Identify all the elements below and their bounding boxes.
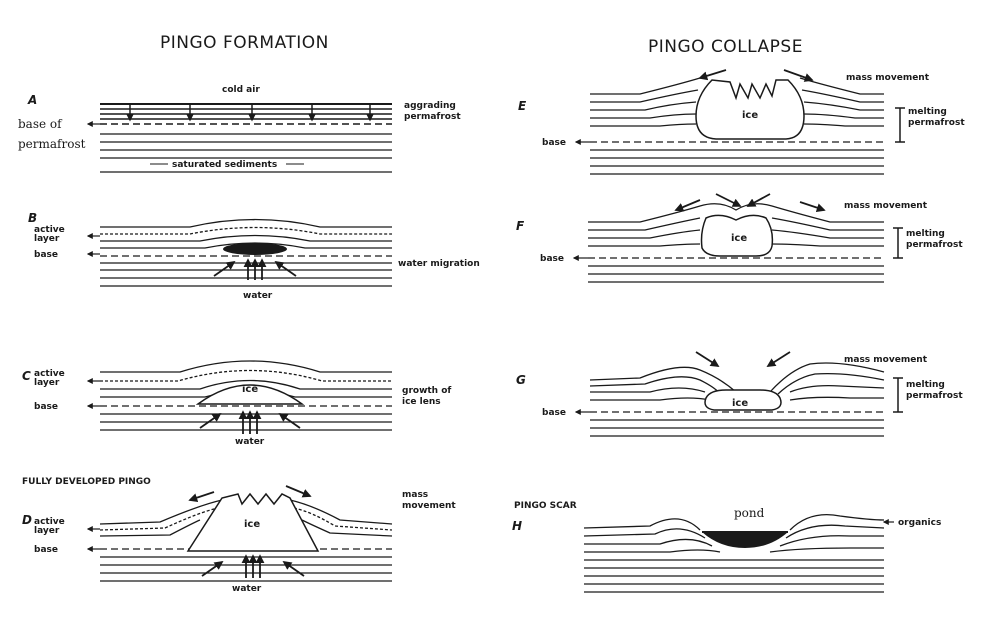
- pingo-core-d: [186, 492, 320, 552]
- label-water-migration: water migration: [398, 259, 480, 269]
- pond-basin-h: [702, 532, 788, 548]
- label-layer-d: layer: [34, 526, 60, 536]
- label-permafrost-g: permafrost: [906, 391, 963, 401]
- mass-arrows-f: [674, 193, 826, 212]
- panel-h-letter: H: [512, 519, 522, 533]
- label-ice-c: ice: [242, 384, 258, 395]
- strata-a: [100, 103, 392, 173]
- label-ice-d: ice: [244, 519, 260, 530]
- label-water-c: water: [235, 437, 265, 447]
- label-active-d: active: [34, 517, 65, 527]
- label-base-d: base: [34, 545, 58, 555]
- label-melting-g: melting: [906, 380, 945, 390]
- label-active-b: active: [34, 225, 65, 235]
- strata-h: [583, 513, 885, 593]
- water-arrows-d: [201, 554, 305, 578]
- panel-a-letter: A: [27, 93, 37, 107]
- label-mass-d: mass: [402, 490, 428, 500]
- mass-arrows-d: [188, 485, 312, 502]
- label-ice-f: ice: [731, 233, 747, 244]
- label-cold-air: cold air: [222, 85, 260, 95]
- panel-b-letter: B: [28, 211, 37, 225]
- label-ice-lens: ice lens: [402, 397, 441, 407]
- strata-f: [588, 203, 884, 283]
- panel-a: A cold air base of permafrost aggrading …: [18, 85, 461, 173]
- melt-zone-bracket-f: [893, 227, 903, 259]
- ice-nucleus-b: [223, 243, 287, 255]
- label-ice-g: ice: [732, 398, 748, 409]
- label-water-b: water: [243, 291, 273, 301]
- label-melting-e: melting: [908, 107, 947, 117]
- title-formation: PINGO FORMATION: [160, 33, 329, 53]
- title-collapse: PINGO COLLAPSE: [648, 37, 803, 57]
- panel-d: FULLY DEVELOPED PINGO D active layer bas…: [22, 477, 456, 594]
- mass-arrows-e: [698, 69, 814, 82]
- panel-g: G mass movement ice melting permafrost b…: [516, 351, 963, 437]
- panel-d-letter: D: [22, 513, 32, 527]
- water-arrows-b: [213, 258, 297, 280]
- label-base-g: base: [542, 408, 566, 418]
- ice-core-f: [700, 214, 774, 257]
- label-mass-e: mass movement: [846, 73, 930, 83]
- freeze-arrows-a: [126, 104, 374, 122]
- panel-f: F mass movement ice melting permafrost b: [516, 193, 963, 283]
- label-base-c: base: [34, 402, 58, 412]
- label-aggrading-permafrost: permafrost: [404, 112, 461, 122]
- label-pond: pond: [734, 506, 765, 520]
- ice-lens-c: [195, 384, 305, 405]
- heading-pingo-scar: PINGO SCAR: [514, 501, 577, 511]
- label-ice-e: ice: [742, 110, 758, 121]
- panel-g-letter: G: [516, 373, 526, 387]
- label-permafrost: permafrost: [18, 137, 86, 151]
- label-base-f: base: [540, 254, 564, 264]
- panel-e: E mass movement ice melting permafrost b: [518, 69, 965, 175]
- label-organics: organics: [898, 518, 941, 528]
- panel-e-letter: E: [518, 99, 527, 113]
- melt-zone-bracket-e: [895, 107, 905, 143]
- panel-f-letter: F: [516, 219, 525, 233]
- label-movement-d: movement: [402, 501, 456, 511]
- label-aggrading: aggrading: [404, 101, 456, 111]
- strata-g: [589, 362, 885, 437]
- mass-arrows-g: [695, 351, 791, 367]
- label-layer-c: layer: [34, 378, 60, 388]
- strata-e: [590, 77, 884, 175]
- strata-c: [100, 360, 392, 431]
- label-permafrost-f: permafrost: [906, 240, 963, 250]
- label-layer-b: layer: [34, 234, 60, 244]
- label-mass-f: mass movement: [844, 201, 928, 211]
- label-base-b: base: [34, 250, 58, 260]
- panel-b: B active layer base water migration wate…: [28, 211, 480, 301]
- label-permafrost-e: permafrost: [908, 118, 965, 128]
- panel-h: PINGO SCAR H pond organics: [512, 501, 941, 593]
- panel-c: C active layer base ice growth of ice le…: [22, 360, 451, 447]
- label-melting-f: melting: [906, 229, 945, 239]
- melt-zone-bracket-g: [893, 377, 903, 413]
- label-water-d: water: [232, 584, 262, 594]
- label-active-c: active: [34, 369, 65, 379]
- ice-core-g: [704, 389, 782, 411]
- label-base-e: base: [542, 138, 566, 148]
- label-base-of: base of: [18, 117, 63, 131]
- label-growth-of: growth of: [402, 386, 451, 396]
- ice-core-e: [695, 79, 805, 140]
- strata-b: [100, 218, 392, 287]
- heading-fully-developed: FULLY DEVELOPED PINGO: [22, 477, 151, 487]
- water-arrows-c: [199, 410, 301, 434]
- panel-c-letter: C: [22, 369, 31, 383]
- label-mass-g: mass movement: [844, 355, 928, 365]
- label-saturated-sediments: saturated sediments: [172, 160, 277, 170]
